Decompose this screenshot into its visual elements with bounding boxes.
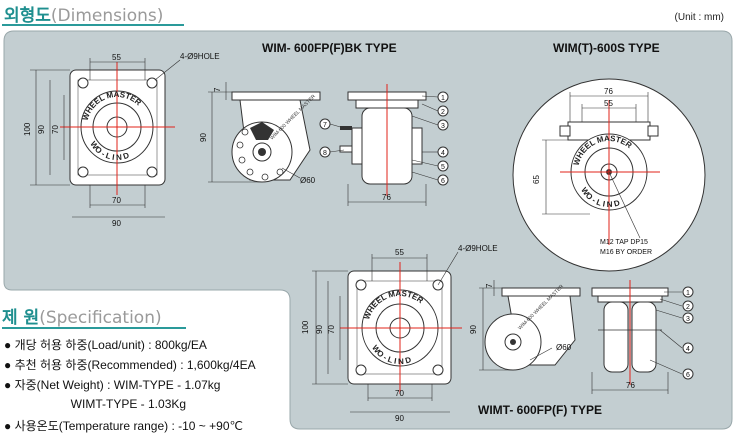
bk-callout-4: 4 [441,150,445,157]
bk-dim-w90: 90 [112,219,121,228]
bk-callouts: 1 2 3 4 5 6 7 8 [319,91,449,186]
bk-dim-70: 70 [51,125,60,134]
spec-line-recommended: ● 추천 허용 하중(Recommended) : 1,600kg/4EA [4,358,256,372]
bk-side-view: WIM-600 WHEEL MASTER [231,91,321,183]
s-note-1: M12 TAP DP15 [600,239,648,246]
mt-dim-hole: 4-Ø9HOLE [458,244,498,253]
bk-callout-3: 3 [441,123,445,130]
mt-dim-offset: 7 [485,283,494,288]
spec-line-weight-2: WIMT-TYPE - 1.03Kg [4,397,187,411]
mt-dim-wheel: Ø60 [556,343,572,352]
mt-callout-3: 3 [686,316,690,323]
s-plate: WHEEL MASTER WO - L I N D [512,78,706,272]
s-title: WIM(T)-600S TYPE [553,41,660,55]
mt-dim-55: 55 [395,248,404,257]
mt-dim-90: 90 [315,325,324,334]
bk-dim-90: 90 [37,125,46,134]
bk-dim-width: 76 [382,193,391,202]
bk-dim-offset: 7 [213,87,222,92]
mt-title: WIMT- 600FP(F) TYPE [478,403,602,417]
mt-dim-w90: 90 [395,414,404,423]
bk-rear-view [339,84,427,196]
bk-mount-plate: WHEEL MASTER WO - L I N D [60,62,175,195]
mt-rear-view [591,280,669,385]
s-dim-65: 65 [532,175,541,184]
bk-dim-wheel: Ø60 [300,176,316,185]
dimensions-heading: 외형도(Dimensions) [4,6,164,26]
unit-label: (Unit : mm) [674,12,724,23]
bk-callout-5: 5 [441,164,445,171]
bk-dim-height: 90 [199,133,208,142]
mt-dim-70: 70 [327,325,336,334]
spec-line-weight: ● 자중(Net Weight) : WIM-TYPE - 1.07kg [4,378,221,392]
s-dim-76: 76 [604,87,613,96]
s-note-2: M16 BY ORDER [600,249,652,256]
bk-callout-7: 7 [323,122,327,129]
spec-heading: 제 원(Specification) [2,308,162,328]
mt-callout-6: 6 [686,372,690,379]
bk-dim-hole: 4-Ø9HOLE [180,52,220,61]
bk-dim-55: 55 [112,53,121,62]
mt-callout-1: 1 [686,290,690,297]
bk-title: WIM- 600FP(F)BK TYPE [262,41,397,55]
mt-dim-height: 90 [469,325,478,334]
mt-dim-w70: 70 [395,389,404,398]
mt-mount-plate: WHEEL MASTER WO - L I N D [340,262,462,394]
spec-underline [2,327,186,329]
mt-callout-4: 4 [686,346,690,353]
bk-dim-100: 100 [23,122,32,136]
bk-callout-6: 6 [441,178,445,185]
mt-dim-width: 76 [626,381,635,390]
dimensions-underline [2,24,184,26]
mt-side-view: WIM-600 WHEEL MASTER [484,283,581,371]
mt-callouts: 1 2 3 4 6 [682,286,694,380]
bk-callout-8: 8 [323,150,327,157]
spec-line-temperature: ● 사용온도(Temperature range) : -10 ~ +90℃ [4,419,243,433]
bk-callout-1: 1 [441,95,445,102]
mt-dim-100: 100 [301,320,310,334]
bk-callout-2: 2 [441,109,445,116]
spec-line-load: ● 개당 허용 하중(Load/unit) : 800kg/EA [4,338,207,352]
s-dim-55: 55 [604,99,613,108]
bk-dim-w70: 70 [112,196,121,205]
mt-callout-2: 2 [686,304,690,311]
